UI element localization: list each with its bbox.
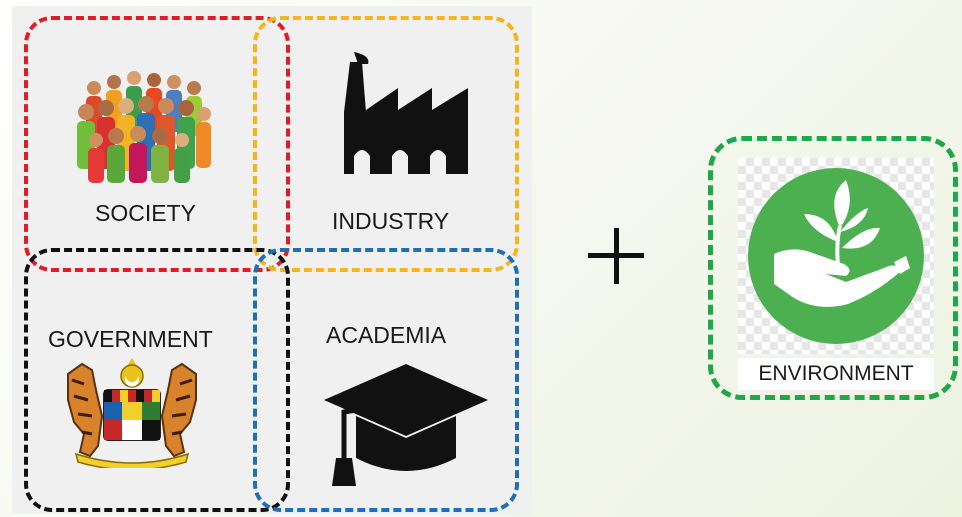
hand-plant-icon xyxy=(748,168,924,344)
factory-icon xyxy=(344,52,468,174)
graduation-cap-icon xyxy=(324,364,488,486)
society-frame xyxy=(24,16,290,272)
industry-label: INDUSTRY xyxy=(332,208,450,234)
coat-of-arms-icon xyxy=(67,358,197,468)
industry-frame xyxy=(253,16,519,272)
academia-frame xyxy=(253,248,519,512)
environment-frame xyxy=(708,136,958,400)
government-frame xyxy=(24,248,290,512)
society-label: SOCIETY xyxy=(95,200,196,226)
government-label: GOVERNMENT xyxy=(48,326,213,352)
environment-label: ENVIRONMENT xyxy=(738,358,934,390)
academia-label: ACADEMIA xyxy=(326,322,447,348)
plus-icon xyxy=(588,228,644,284)
crowd-icon xyxy=(77,71,211,183)
